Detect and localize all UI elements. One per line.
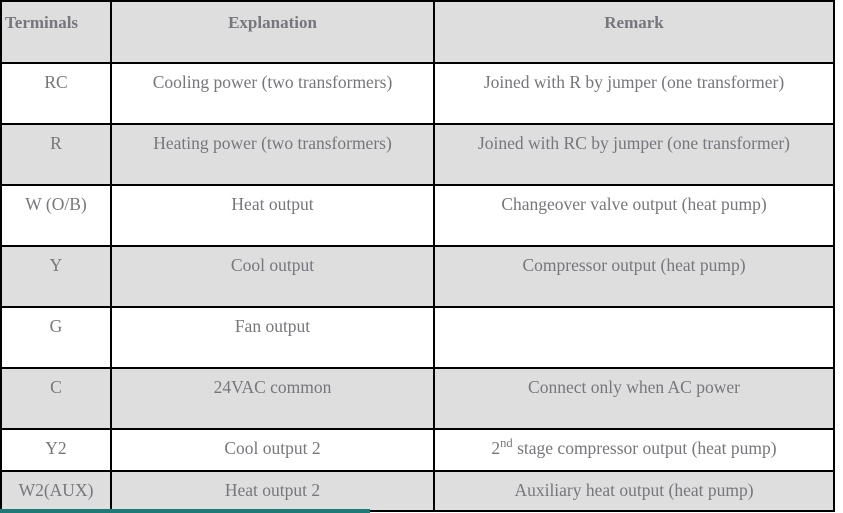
table-header-row: Terminals Explanation Remark <box>0 0 835 64</box>
cell-remark: Connect only when AC power <box>433 367 835 430</box>
ordinal-number: 2 <box>491 438 501 458</box>
cell-explanation: Heat output 2 <box>110 470 435 512</box>
cell-explanation: Cool output 2 <box>110 428 435 472</box>
table-row: Y Cool output Compressor output (heat pu… <box>0 245 835 308</box>
table-row: Y2 Cool output 2 2nd stage compressor ou… <box>0 428 835 472</box>
column-header-explanation: Explanation <box>110 0 435 64</box>
bottom-accent-line <box>0 509 370 513</box>
cell-explanation: Cool output <box>110 245 435 308</box>
cell-explanation: Fan output <box>110 306 435 369</box>
cell-remark: Joined with R by jumper (one transformer… <box>433 62 835 125</box>
table-row: W (O/B) Heat output Changeover valve out… <box>0 184 835 247</box>
cell-terminals: W (O/B) <box>0 184 112 247</box>
cell-explanation: 24VAC common <box>110 367 435 430</box>
cell-terminals: RC <box>0 62 112 125</box>
ordinal-suffix: nd <box>500 436 513 451</box>
cell-remark: Compressor output (heat pump) <box>433 245 835 308</box>
remark-text: stage compressor output (heat pump) <box>512 438 777 458</box>
table-row: R Heating power (two transformers) Joine… <box>0 123 835 186</box>
cell-remark: 2nd stage compressor output (heat pump) <box>433 428 835 472</box>
table-row: RC Cooling power (two transformers) Join… <box>0 62 835 125</box>
cell-remark: Joined with RC by jumper (one transforme… <box>433 123 835 186</box>
column-header-remark: Remark <box>433 0 835 64</box>
column-header-terminals: Terminals <box>0 0 112 64</box>
cell-explanation: Cooling power (two transformers) <box>110 62 435 125</box>
cell-explanation: Heating power (two transformers) <box>110 123 435 186</box>
table-row: W2(AUX) Heat output 2 Auxiliary heat out… <box>0 470 835 512</box>
cell-terminals: W2(AUX) <box>0 470 112 512</box>
table-row: G Fan output <box>0 306 835 369</box>
cell-remark <box>433 306 835 369</box>
cell-terminals: Y <box>0 245 112 308</box>
table-row: C 24VAC common Connect only when AC powe… <box>0 367 835 430</box>
cell-terminals: C <box>0 367 112 430</box>
cell-terminals: Y2 <box>0 428 112 472</box>
cell-remark: Auxiliary heat output (heat pump) <box>433 470 835 512</box>
cell-remark: Changeover valve output (heat pump) <box>433 184 835 247</box>
cell-terminals: G <box>0 306 112 369</box>
cell-explanation: Heat output <box>110 184 435 247</box>
cell-terminals: R <box>0 123 112 186</box>
